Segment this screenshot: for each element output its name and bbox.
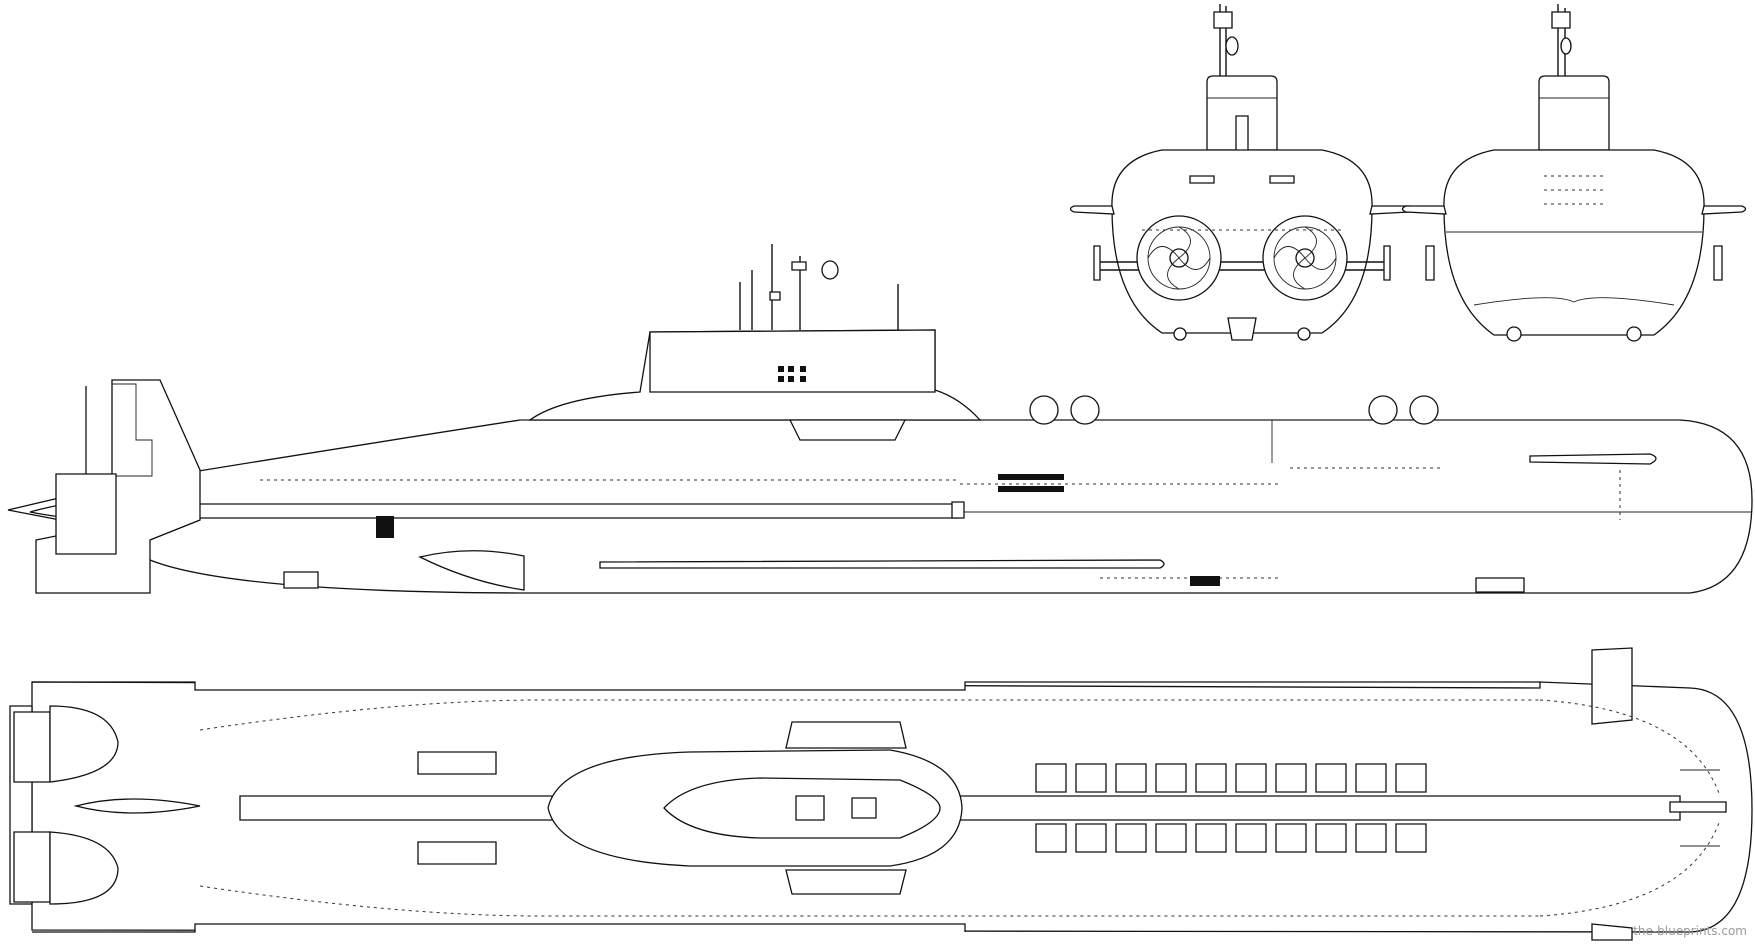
missile-hatches	[1036, 764, 1426, 852]
watermark-text: the-blueprints.com	[1633, 924, 1747, 938]
deck-hatches	[1030, 396, 1438, 424]
rear-view	[1403, 4, 1746, 341]
side-view	[8, 244, 1752, 593]
front-view	[1071, 4, 1414, 340]
top-view	[10, 648, 1752, 940]
